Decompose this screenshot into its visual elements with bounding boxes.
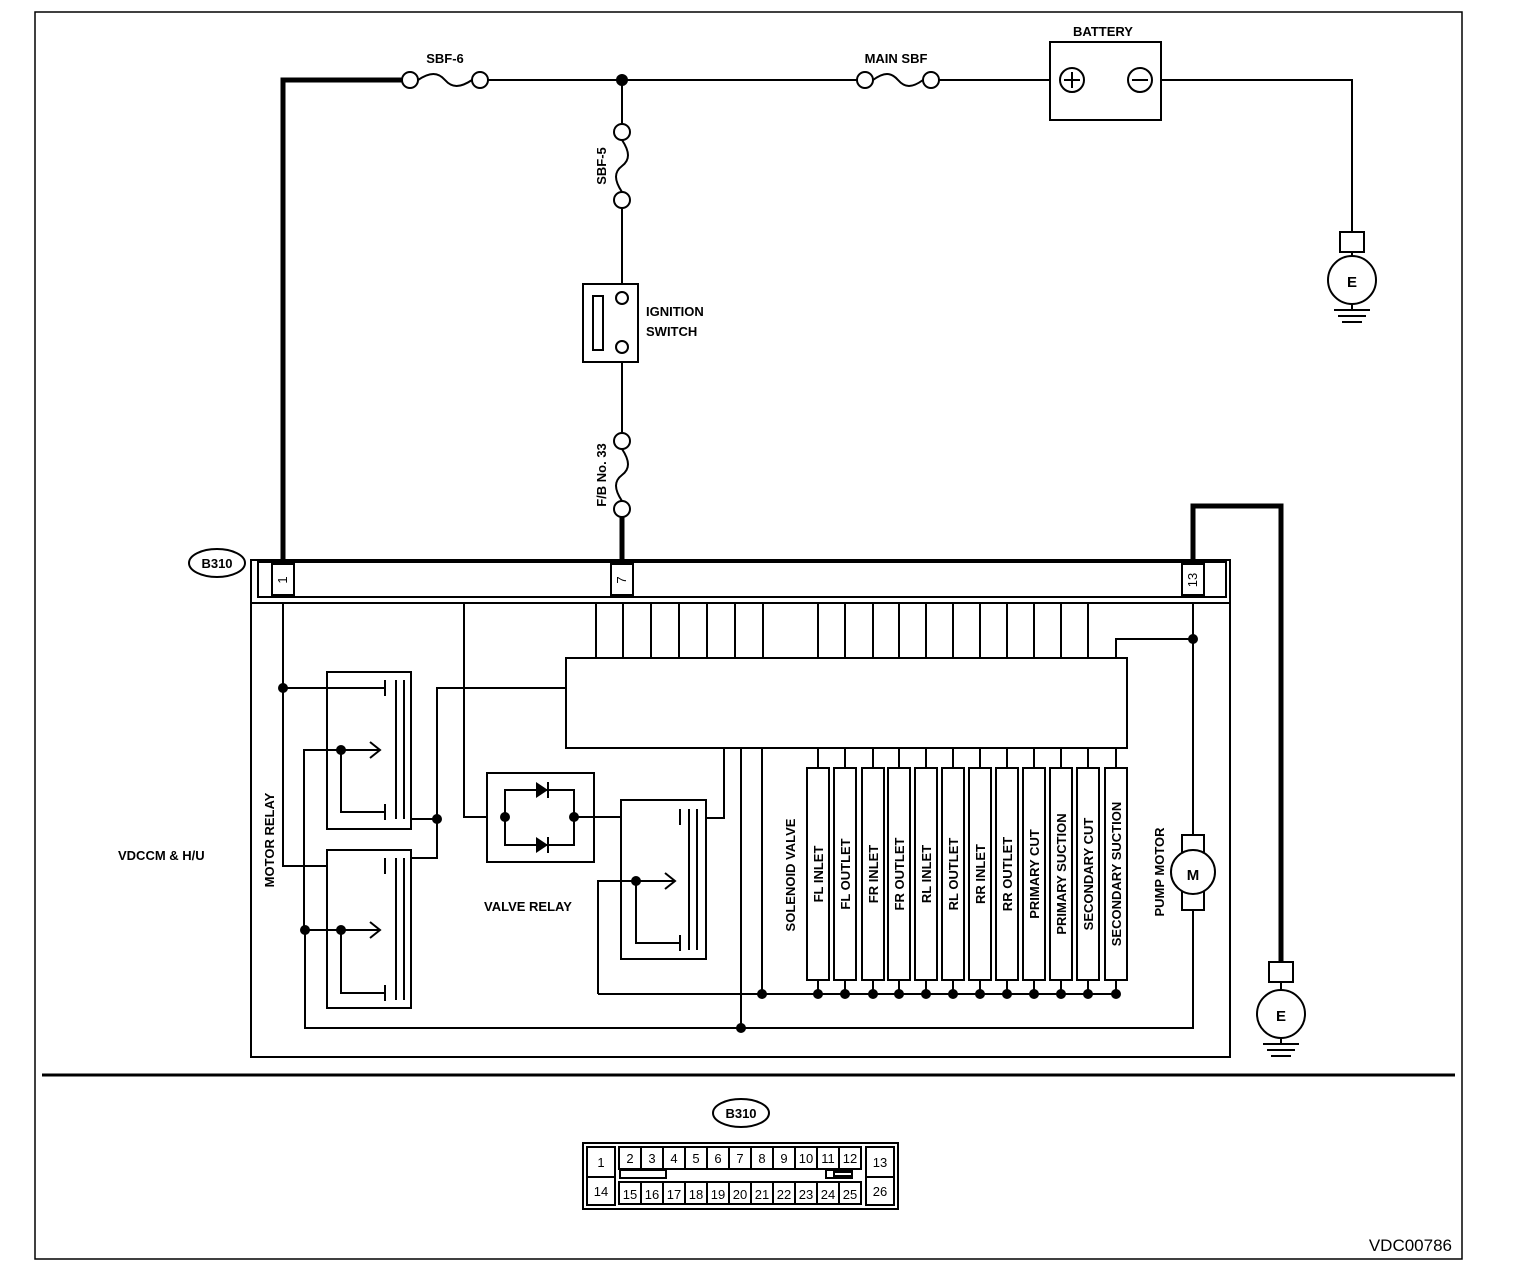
junction-dot [616, 74, 628, 86]
connector-cell-label: 6 [714, 1151, 721, 1166]
motor-relay-2 [300, 849, 412, 1009]
valve-relay: VALVE RELAY [484, 799, 707, 994]
pin-7-label: 7 [614, 576, 629, 583]
connector-cell-label: 24 [821, 1187, 835, 1202]
power-supply-circuit [280, 74, 1353, 565]
connector-cell-label: 21 [755, 1187, 769, 1202]
reference-code: VDC00786 [1369, 1236, 1452, 1255]
connector-cell-label: 9 [780, 1151, 787, 1166]
sbf5-label: SBF-5 [594, 147, 609, 185]
sbf5-fuse: SBF-5 [594, 123, 631, 209]
solenoid-label: RL INLET [919, 845, 934, 903]
solenoid-label: SECONDARY CUT [1081, 818, 1096, 931]
cell-left-14: 14 [594, 1184, 608, 1199]
connector-cell-label: 19 [711, 1187, 725, 1202]
battery: BATTERY [1049, 24, 1162, 121]
vdccm-label: VDCCM & H/U [118, 848, 205, 863]
ignition-label-2: SWITCH [646, 324, 697, 339]
solenoid-valve-label: SOLENOID VALVE [783, 818, 798, 931]
ground-symbol: E [1327, 231, 1377, 323]
connector-cell-label: 2 [626, 1151, 633, 1166]
internal-wiring [278, 603, 1198, 1033]
pump-motor-label: PUMP MOTOR [1152, 827, 1167, 917]
connector-cell-label: 18 [689, 1187, 703, 1202]
connector-cell-label: 11 [821, 1151, 835, 1166]
pin-1-label: 1 [275, 576, 290, 583]
motor-symbol: M [1187, 867, 1200, 884]
connector-cell-label: 23 [799, 1187, 813, 1202]
motor-relay-1 [283, 671, 412, 930]
outer-frame [34, 11, 1463, 1260]
solenoid-label: RL OUTLET [946, 838, 961, 911]
solenoid-label: PRIMARY SUCTION [1054, 813, 1069, 934]
ignition-label-1: IGNITION [646, 304, 704, 319]
connector-cell [838, 1181, 862, 1205]
solenoid-label: FL OUTLET [838, 838, 853, 909]
cell-right-13: 13 [873, 1155, 887, 1170]
solenoid-label: FL INLET [811, 846, 826, 903]
solenoid-label: FR OUTLET [892, 837, 907, 910]
connector-cell-label: 4 [670, 1151, 677, 1166]
diode-block [486, 772, 680, 863]
sbf6-label: SBF-6 [426, 51, 464, 66]
control-unit [565, 657, 1128, 749]
solenoid-label: FR INLET [866, 845, 881, 904]
fb33-fuse: F/B No. 33 [594, 432, 631, 518]
main-sbf-fuse: MAIN SBF [856, 51, 940, 89]
fb33-label: F/B No. 33 [594, 443, 609, 507]
cell-right-26: 26 [873, 1184, 887, 1199]
connector-b310-strip: B310 1 7 13 [188, 548, 1227, 598]
connector-cell-label: 12 [843, 1151, 857, 1166]
solenoid-label: RR INLET [973, 844, 988, 904]
motor-relay-label: MOTOR RELAY [262, 792, 277, 887]
sbf6-fuse: SBF-6 [401, 51, 489, 89]
solenoid-label: PRIMARY CUT [1027, 829, 1042, 919]
ground-symbol-2: E [1256, 961, 1306, 1057]
connector-cell-label: 17 [667, 1187, 681, 1202]
main-sbf-label: MAIN SBF [865, 51, 928, 66]
solenoid-label: SECONDARY SUCTION [1109, 802, 1124, 946]
connector-face-label: B310 [725, 1106, 756, 1121]
connector-cell-label: 7 [736, 1151, 743, 1166]
pump-ground-wire [1190, 503, 1284, 962]
valve-relay-label: VALVE RELAY [484, 899, 572, 914]
battery-label: BATTERY [1073, 24, 1133, 39]
connector-cell-label: 20 [733, 1187, 747, 1202]
ground-label: E [1347, 274, 1357, 291]
cell-left-1: 1 [597, 1155, 604, 1170]
pin-13-label: 13 [1185, 573, 1200, 587]
connector-cell-label: 16 [645, 1187, 659, 1202]
connector-cell-label: 3 [648, 1151, 655, 1166]
connector-cell-label: 5 [692, 1151, 699, 1166]
vdccm-module: VDCCM & H/U [118, 559, 1231, 1058]
connector-cell-label: 22 [777, 1187, 791, 1202]
connector-cell-label: 8 [758, 1151, 765, 1166]
connector-cell-label: 15 [623, 1187, 637, 1202]
ground-label-2: E [1276, 1008, 1286, 1025]
pump-motor: M PUMP MOTOR [1152, 827, 1216, 917]
solenoid-label: RR OUTLET [1000, 837, 1015, 911]
connector-label: B310 [201, 556, 232, 571]
solenoid-valves: SOLENOID VALVE FL INLET FL OUTLET FR INLET… [598, 748, 1128, 999]
connector-cell-label: 10 [799, 1151, 813, 1166]
connector-cell-label: 25 [843, 1187, 857, 1202]
ignition-switch: IGNITION SWITCH [582, 283, 704, 363]
